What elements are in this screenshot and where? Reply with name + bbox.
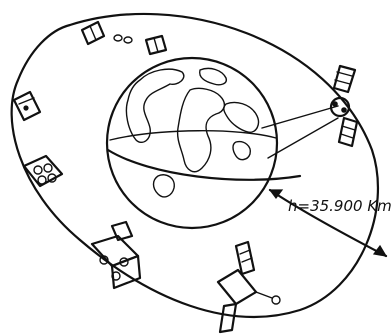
satellite-link-line bbox=[262, 106, 338, 158]
geostationary-satellite-right bbox=[331, 66, 357, 146]
altitude-label: h=35.900 Km bbox=[288, 197, 391, 215]
orbit-ellipse bbox=[12, 14, 378, 317]
earth-globe bbox=[107, 58, 277, 228]
deploying-satellite-bottom bbox=[218, 242, 280, 332]
transfer-module-left-top bbox=[14, 92, 40, 120]
launch-stack-top bbox=[82, 22, 166, 54]
transfer-stage-left-mid bbox=[24, 156, 62, 186]
